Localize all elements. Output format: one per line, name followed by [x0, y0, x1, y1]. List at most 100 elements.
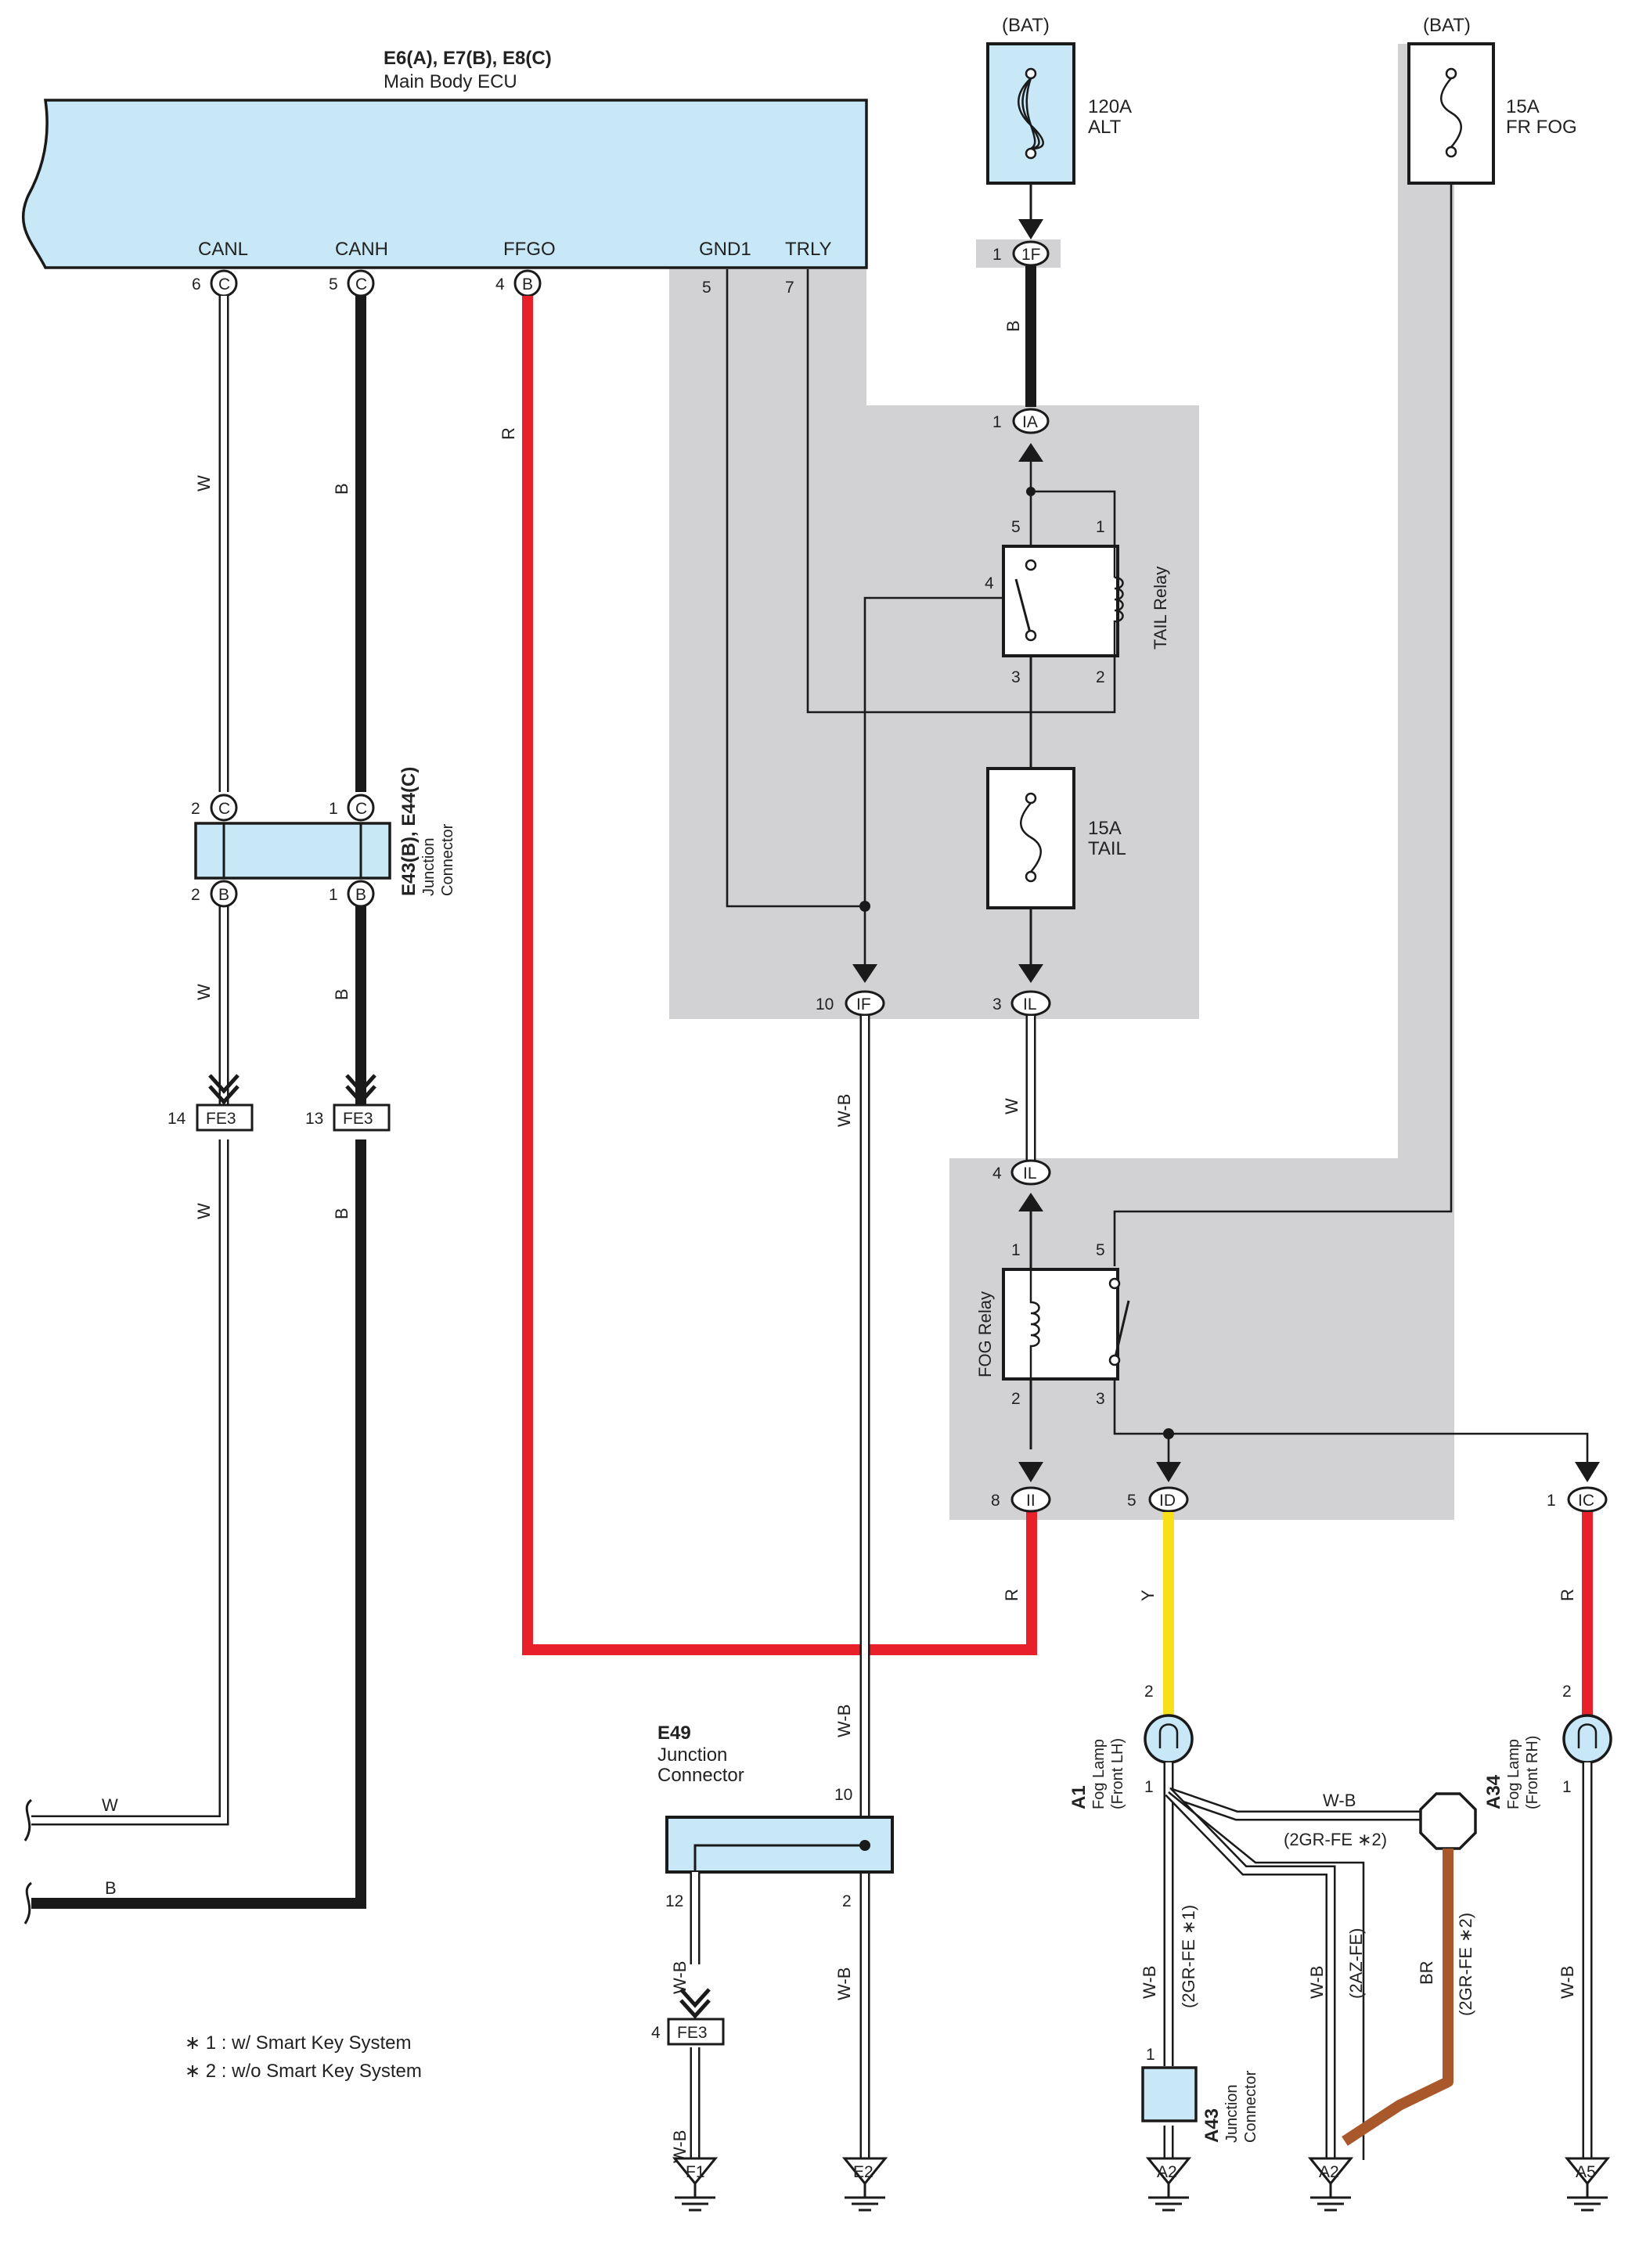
tail-relay-contact — [1025, 559, 1037, 571]
wire-color-label: R — [499, 427, 518, 440]
fog-relay-box — [1002, 1268, 1119, 1381]
e49-pin: 10 — [834, 1786, 852, 1804]
fuse-alt-name: ALT — [1088, 117, 1122, 138]
connector-fe3-arrow — [208, 1074, 376, 1105]
tail-relay-coil — [1113, 546, 1124, 656]
lamp-rh-name: Fog Lamp — [1505, 1739, 1522, 1809]
ground-label: E2 — [853, 2163, 874, 2181]
junction-block-shade-lower — [949, 44, 1454, 1520]
ecu-pin-letter: C — [218, 275, 230, 293]
tail-relay-contact — [1025, 629, 1037, 642]
fuse-contact — [1025, 870, 1037, 883]
jc-pin-circle — [347, 794, 375, 822]
a43-name: Connector — [1242, 2070, 1259, 2143]
footnote: ∗ 2 : w/o Smart Key System — [185, 2061, 422, 2082]
connector-arrow — [852, 964, 877, 983]
main-body-ecu-box — [21, 99, 868, 269]
wire-color-label: W — [194, 984, 214, 1000]
connector-ii-label: II — [1026, 1492, 1036, 1510]
lamp-rh-name: (Front RH) — [1524, 1736, 1541, 1809]
wire-color-label: W-B — [1558, 1966, 1577, 1999]
ground-label: A5 — [1576, 2163, 1596, 2181]
connector-fe3-arrow — [679, 1988, 711, 2019]
junction-connector-e43-box — [194, 822, 391, 880]
ecu-pin-number: 6 — [192, 275, 201, 293]
connector-ii — [1010, 1486, 1051, 1513]
ecu-pin-number: 4 — [495, 275, 505, 293]
connector-il-label: IL — [1023, 1165, 1037, 1183]
fog-lamp-lh — [1144, 1714, 1194, 1764]
wire-ffgo-red — [522, 296, 1037, 1655]
ecu-terminal-trly: TRLY — [785, 239, 832, 260]
lamp-filament — [1158, 1723, 1179, 1748]
jc-pin-letter: C — [218, 800, 230, 818]
connector-fe3 — [333, 1103, 391, 1132]
wire-color-label: W-B — [834, 1705, 854, 1737]
wire-color-label: W — [1002, 1098, 1021, 1114]
connector-id-label: ID — [1159, 1492, 1176, 1510]
jc-pin-number: 2 — [191, 886, 200, 904]
fuse-element — [1020, 802, 1042, 873]
wire-color-label: B — [332, 483, 351, 495]
wire-color-label: B — [105, 1878, 117, 1898]
connector-il — [1010, 990, 1051, 1017]
tail-relay-pin: 5 — [1011, 518, 1021, 536]
wire-color-label: W-B — [834, 1967, 854, 2000]
fog-relay-pin: 3 — [1096, 1390, 1105, 1408]
connector-fe3-label: FE3 — [206, 1110, 236, 1128]
wire-color-label: W-B — [1307, 1966, 1327, 1999]
lamp-lh-pin: 1 — [1144, 1778, 1154, 1796]
a43-pin: 1 — [1146, 2046, 1155, 2064]
wire-color-label: R — [1002, 1589, 1021, 1601]
e49-name: Junction — [657, 1744, 727, 1766]
fuse-element — [1440, 77, 1462, 148]
connector-il-label: IL — [1023, 995, 1037, 1013]
jc-e43-codes: E43(B), E44(C) — [398, 767, 420, 896]
connector-arrow — [1156, 1462, 1181, 1482]
ecu-terminal-ffgo: FFGO — [503, 239, 556, 260]
wire-label: W-B — [1323, 1791, 1356, 1810]
wire-color-label: B — [1003, 320, 1023, 332]
connector-1f — [1012, 240, 1050, 267]
connector-il — [1010, 1159, 1051, 1186]
ecu-terminal-canl: CANL — [198, 239, 248, 260]
ecu-terminal-gnd1: GND1 — [699, 239, 751, 260]
tail-relay-label: TAIL Relay — [1151, 567, 1170, 650]
ecu-pin-number: 5 — [329, 275, 338, 293]
wire-color-label: Y — [1138, 1589, 1158, 1601]
fog-relay-coil — [1029, 1269, 1040, 1379]
jc-pin-number: 1 — [329, 800, 338, 818]
wire-break-mark — [23, 1881, 33, 1924]
connector-ii-pin: 8 — [991, 1492, 1000, 1510]
fog-relay-switch — [1113, 1300, 1130, 1361]
fuse-tail-name: TAIL — [1088, 838, 1126, 859]
wire-note: (2GR-FE ∗1) — [1179, 1905, 1198, 2008]
e49-name: Connector — [657, 1765, 744, 1786]
fog-relay-contact — [1108, 1354, 1121, 1366]
connector-if-pin: 10 — [816, 995, 834, 1013]
wire-color-label: W-B — [834, 1094, 854, 1127]
connector-arrow — [1018, 1462, 1043, 1482]
wire-color-label: B — [332, 988, 351, 1000]
bat-label: (BAT) — [1002, 15, 1050, 36]
jc-pin-letter: B — [218, 886, 229, 904]
wire-junction-dot — [859, 901, 870, 912]
lamp-filament — [1577, 1723, 1598, 1748]
e49-internal-wire — [693, 1844, 865, 1872]
ecu-pin-letter: B — [522, 275, 533, 293]
tail-relay-switch — [1014, 578, 1032, 636]
wire-trly — [806, 269, 1116, 714]
jc-pin-number: 2 — [191, 800, 200, 818]
connector-il-pin: 3 — [992, 995, 1002, 1013]
jc-e43-name: Connector — [439, 823, 456, 896]
connector-if-label: IF — [856, 995, 871, 1013]
wire-brown — [1342, 1849, 1453, 2146]
fog-relay-label: FOG Relay — [975, 1291, 995, 1377]
connector-arrow — [1575, 1462, 1600, 1482]
connector-fe3 — [196, 1103, 254, 1132]
ecu-pin-letter: C — [355, 275, 367, 293]
lamp-rh-pin: 1 — [1562, 1778, 1572, 1796]
junction-connector-a43-box — [1141, 2066, 1198, 2122]
wire-note: (2GR-FE ∗2) — [1456, 1913, 1475, 2016]
connector-fe3-label: FE3 — [343, 1110, 373, 1128]
